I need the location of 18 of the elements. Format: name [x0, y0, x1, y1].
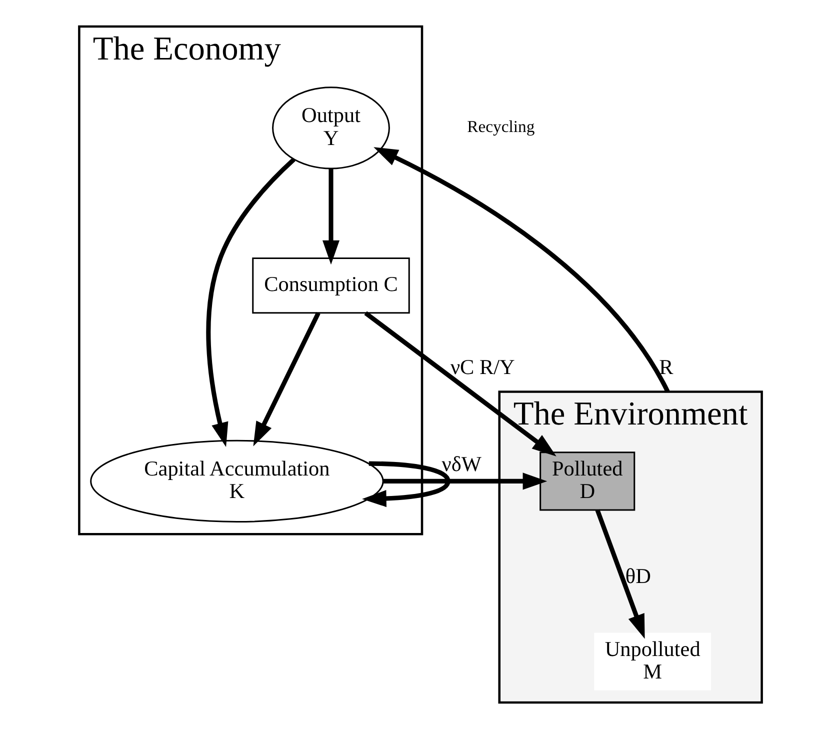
arrow	[322, 168, 340, 265]
arrow	[252, 312, 320, 446]
edge-label: νδW	[441, 452, 481, 476]
arrow	[362, 461, 450, 508]
label: Recycling	[466, 117, 534, 136]
node-ellipse: Output Y	[272, 86, 390, 170]
arrow	[364, 311, 556, 456]
arrow	[382, 472, 547, 490]
node-ellipse: Capital Accumulation K	[90, 440, 384, 523]
node-box: Unpolluted M	[594, 632, 710, 690]
arrow	[594, 509, 644, 639]
edge-label: R	[658, 354, 673, 379]
arrow	[206, 158, 295, 447]
arrow	[373, 147, 670, 393]
node-box: Polluted D	[539, 452, 635, 511]
node-box: Consumption C	[252, 257, 410, 314]
edge-label: θD	[624, 564, 650, 588]
edge-label: νC R/Y	[450, 354, 514, 379]
